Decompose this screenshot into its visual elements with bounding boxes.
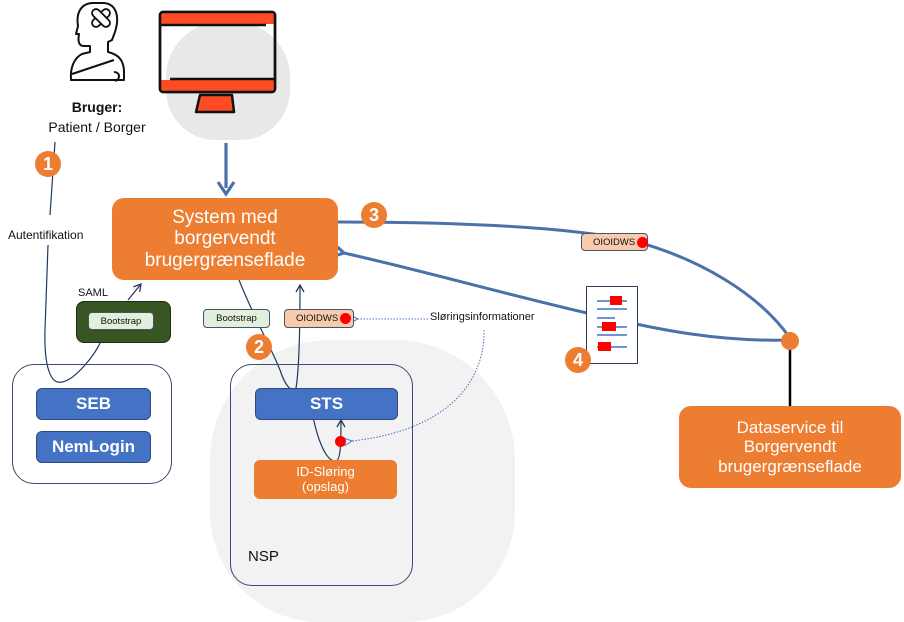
idp-container (12, 364, 172, 484)
system-box-line-3: brugergrænseflade (144, 249, 306, 271)
oioidws-flow-line (295, 283, 305, 389)
system-box-line-1: System med (172, 207, 278, 229)
step-badge-4: 4 (565, 347, 591, 373)
dataservice-box-line-2: Borgervendt (743, 437, 837, 457)
autentifikation-label: Autentifikation (8, 228, 84, 242)
system-box: System med borgervendt brugergrænseflade (112, 198, 338, 280)
response-flow-line (344, 253, 791, 342)
system-box-line-2: borgervendt (174, 228, 276, 250)
dataservice-endpoint-dot (781, 332, 799, 350)
dataservice-box: Dataservice til Borgervendt brugergrænse… (679, 406, 901, 488)
nemlogin-box: NemLogin (36, 431, 151, 463)
sts-box: STS (255, 388, 398, 420)
id-sloering-line-1: ID-Sløring (296, 463, 355, 479)
oioidws-token-data-label: OIOIDWS (593, 236, 636, 248)
step-badge-1: 1 (35, 151, 61, 177)
authentication-flow-line (44, 141, 102, 383)
oioidws-token-data: OIOIDWS (581, 233, 648, 251)
request-flow-line (337, 220, 792, 339)
step-badge-2: 2 (246, 334, 272, 360)
oioidws-token-sts: OIOIDWS (284, 309, 354, 328)
oioidws-data-red-dot (637, 237, 648, 248)
seb-box: SEB (36, 388, 151, 420)
id-sloering-line-2: (opslag) (302, 478, 349, 494)
bootstrap-token: Bootstrap (203, 309, 270, 328)
saml-label: SAML (78, 287, 108, 299)
monitor-to-system-arrowhead (216, 181, 236, 197)
sloeringsinformationer-label: Sløringsinformationer (430, 311, 535, 323)
user-figure (68, 2, 126, 90)
nsp-label: NSP (248, 548, 279, 565)
user-subtitle: Patient / Borger (48, 119, 146, 135)
desktop-monitor-icon (158, 10, 278, 115)
oioidws-sts-red-dot (340, 313, 351, 324)
sts-red-dot (335, 436, 346, 447)
injured-person-icon (69, 2, 125, 90)
saml-bootstrap-token: Bootstrap (88, 312, 154, 330)
pseudonymized-document-icon (586, 286, 638, 364)
user-title: Bruger: (71, 99, 123, 115)
saml-arrow (127, 282, 142, 301)
step-badge-3: 3 (361, 202, 387, 228)
dataservice-box-line-1: Dataservice til (736, 418, 844, 438)
id-sloering-box: ID-Sløring (opslag) (254, 460, 397, 499)
nsp-container (230, 364, 413, 586)
sloering-dotted-line-bottom (352, 329, 485, 441)
oioidws-token-sts-label: OIOIDWS (296, 313, 339, 324)
dataservice-box-line-3: brugergrænseflade (718, 456, 862, 476)
